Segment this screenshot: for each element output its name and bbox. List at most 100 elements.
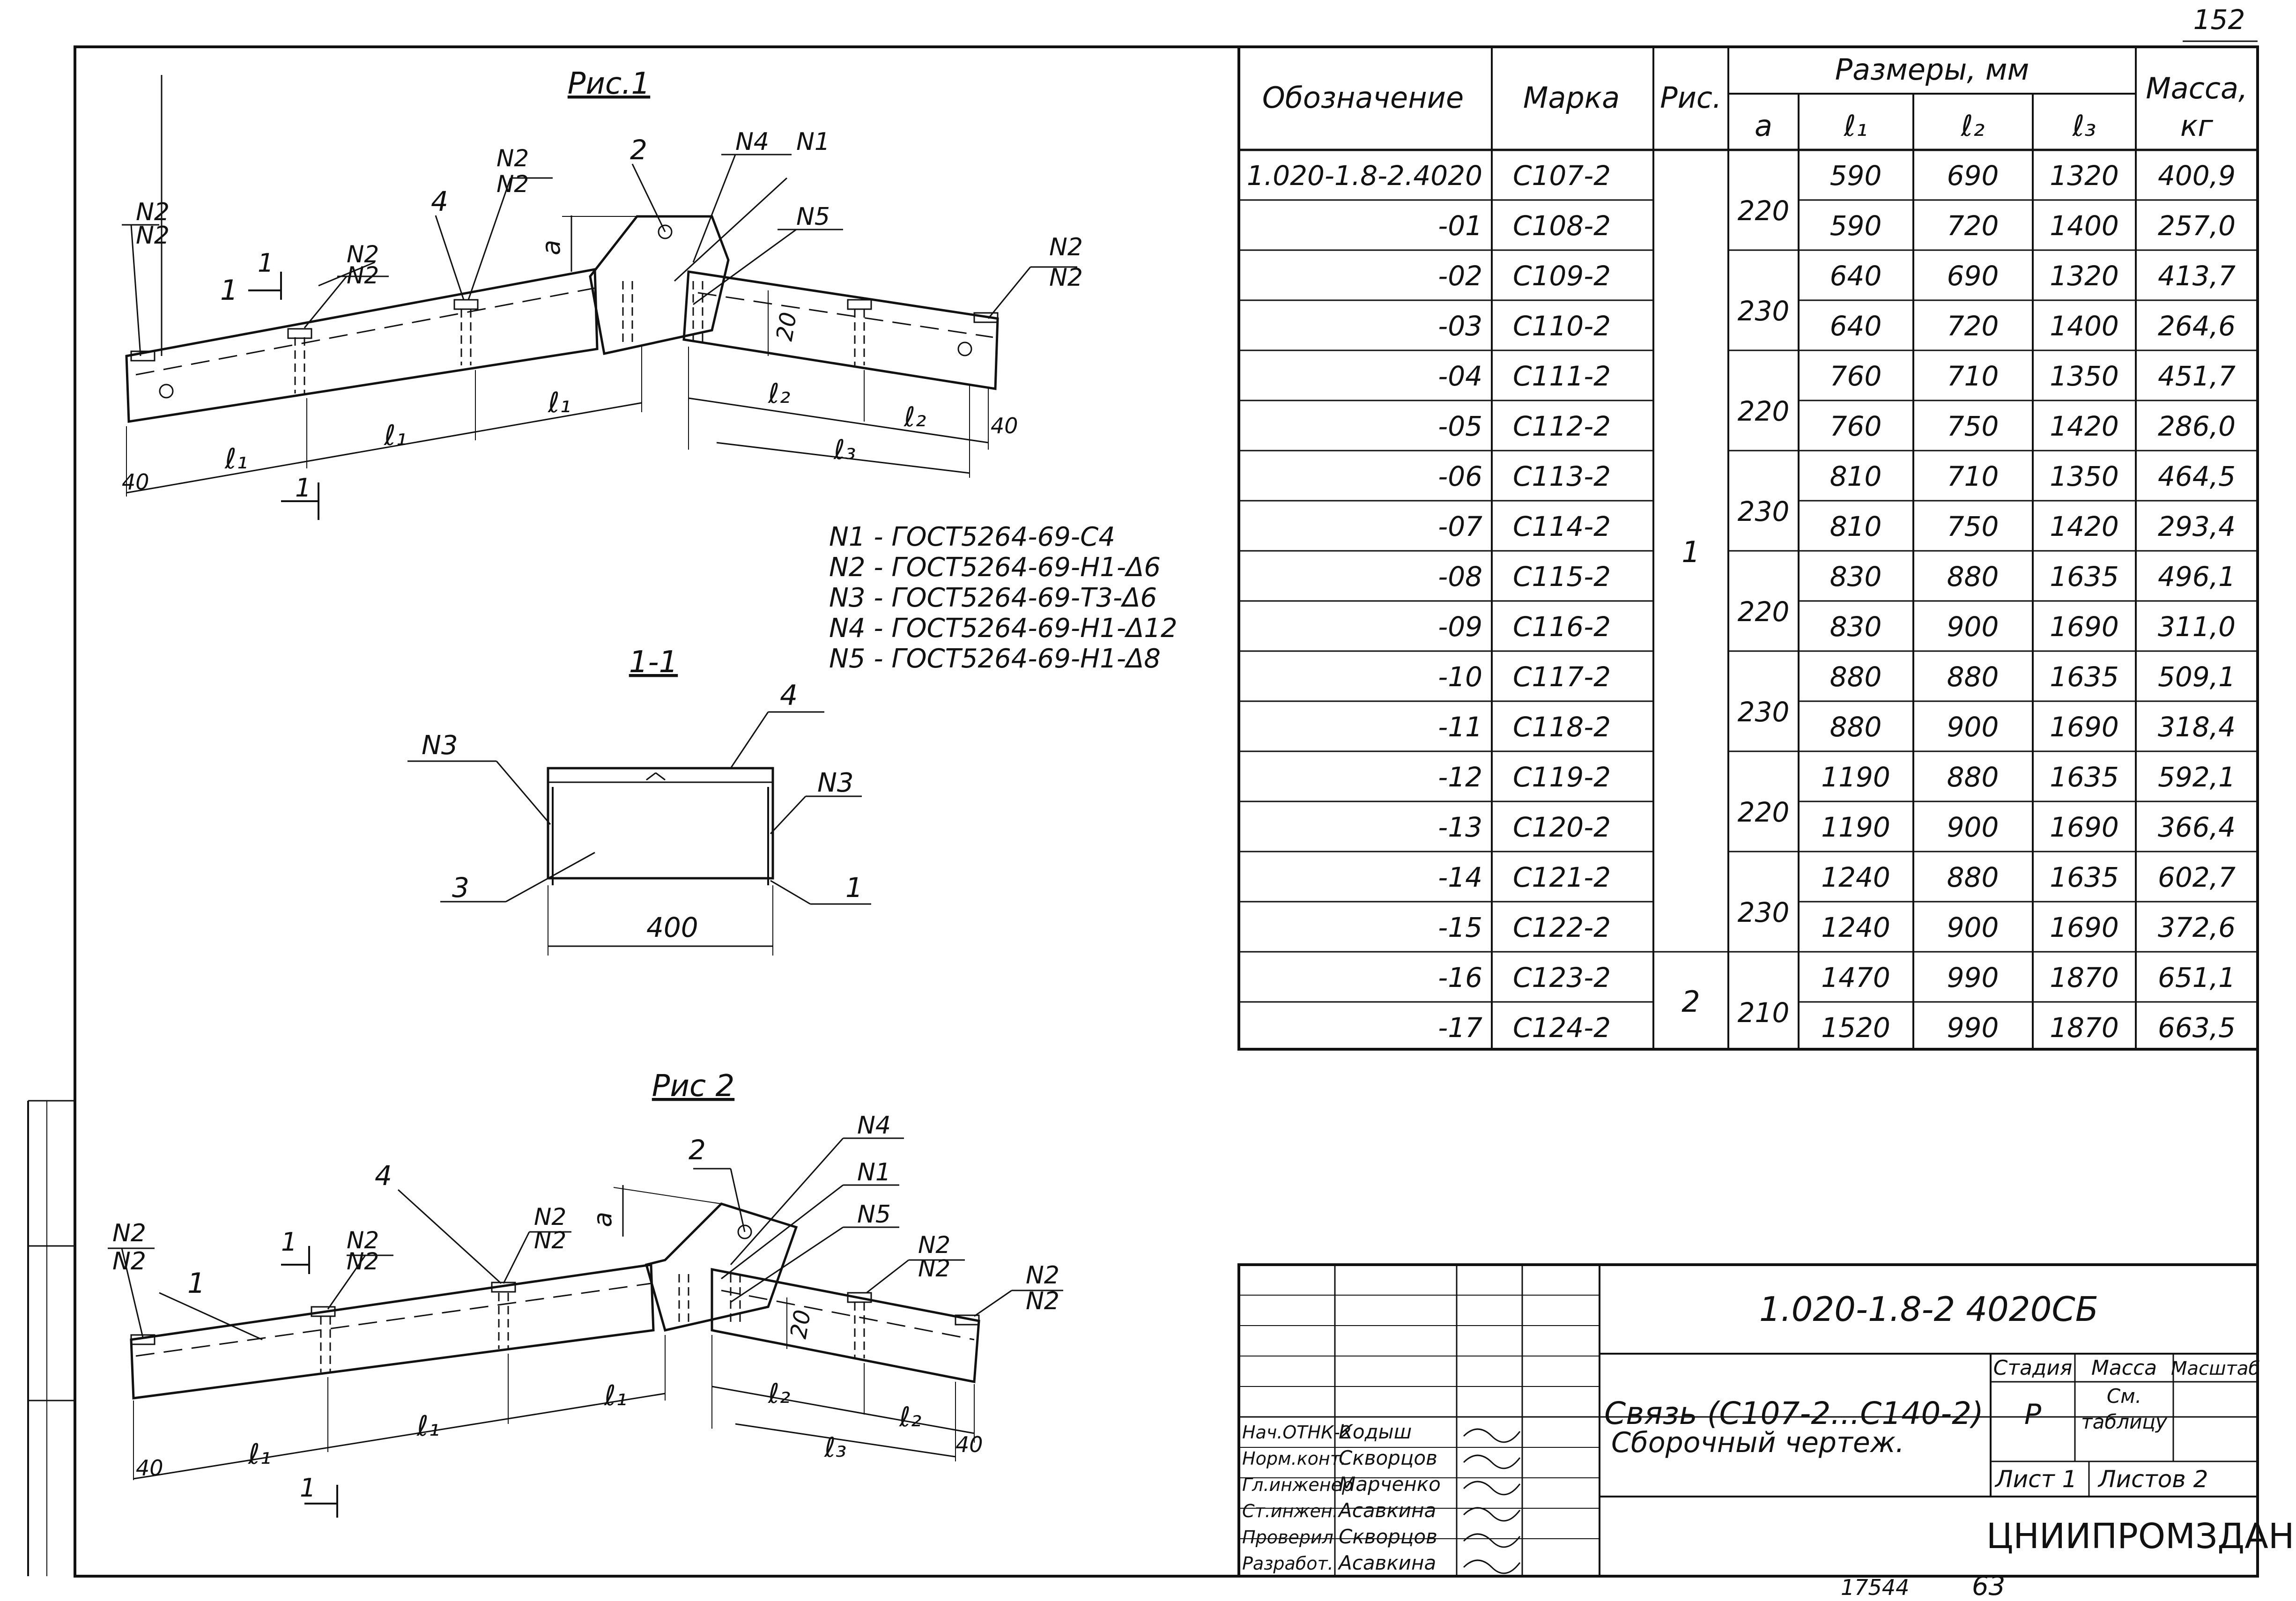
fig2-dim-l2-a: ℓ₂ [768, 1378, 790, 1409]
table-cell-l3: 1420 [2050, 511, 2119, 542]
table-cell-l2: 880 [1947, 661, 1999, 693]
table-cell-l3: 1870 [2050, 962, 2119, 993]
fig1-dim-l3: ℓ₃ [833, 434, 856, 466]
fig2-part-1: 1 [187, 1267, 205, 1300]
table-cell-l2: 900 [1947, 811, 1999, 843]
fig1-part-4: 4 [431, 185, 448, 217]
handwritten-signature [1463, 1533, 1521, 1548]
fig2-weld-n4: N4 [857, 1112, 891, 1140]
table-cell-l3: 1690 [2050, 711, 2119, 743]
header-a: a [1755, 109, 1772, 143]
table-cell-l3: 1635 [2050, 861, 2119, 893]
table-cell-l3: 1690 [2050, 811, 2119, 843]
fig2-weld-n2-left-b: N2 [112, 1247, 146, 1275]
table-cell-l3: 1350 [2050, 360, 2119, 392]
table-cell-mark: С107-2 [1513, 160, 1611, 192]
fig1-left-bar [125, 268, 599, 423]
table-cell-l1: 1470 [1821, 962, 1890, 993]
section-part-1: 1 [845, 872, 863, 904]
title-block: 1.020-1.8-2 4020СБ Связь (С107-2...С140-… [1237, 1263, 2296, 1578]
table-cell-mass: 311,0 [2158, 611, 2236, 643]
fig2-part-2: 2 [689, 1134, 706, 1166]
fig1-section-mark-top: 1 [258, 248, 274, 278]
a-group-8: 230 [1738, 897, 1790, 928]
mass-label: Масса [2091, 1356, 2157, 1380]
fig1-weld-n4: N4 [735, 128, 769, 156]
scale-label: Масштаб [2171, 1358, 2260, 1379]
table-cell-mark: С110-2 [1513, 310, 1611, 342]
signature-role: Ст.инжен. [1242, 1501, 1338, 1521]
table-cell-l3: 1870 [2050, 1012, 2119, 1044]
table-cell-l2: 900 [1947, 711, 1999, 743]
table-cell-l1: 590 [1830, 160, 1882, 192]
header-mass-unit: кг [2180, 109, 2213, 143]
table-cell-designation: -13 [1438, 811, 1482, 843]
table-cell-l1: 830 [1830, 561, 1882, 593]
weld-note-n5: N5 - ГОСТ5264-69-Н1-Δ8 [829, 644, 1161, 674]
mass-value-line1: См. [2107, 1385, 2141, 1408]
header-mark: Марка [1523, 81, 1620, 115]
table-cell-mass: 451,7 [2158, 360, 2236, 392]
fig1-weld-n5: N5 [796, 203, 830, 231]
table-cell-mark: С124-2 [1513, 1012, 1611, 1044]
bottom-number-right: 63 [1972, 1571, 2005, 1599]
fig2-section-mark-top: 1 [281, 1227, 297, 1257]
weld-note-n4: N4 - ГОСТ5264-69-Н1-Δ12 [829, 613, 1178, 644]
fig1-weld-n2-top-b: N2 [496, 170, 529, 198]
table-cell-designation: -07 [1438, 511, 1482, 542]
fig2-part-4: 4 [375, 1160, 392, 1192]
fig2-right-bar [711, 1267, 980, 1383]
fig2-section-mark-bottom: 1 [300, 1473, 316, 1503]
table-cell-l2: 880 [1947, 761, 1999, 793]
table-cell-l1: 1190 [1821, 811, 1890, 843]
table-cell-l1: 760 [1830, 410, 1882, 442]
table-row-lines [1239, 199, 2258, 1003]
table-cell-designation: -06 [1438, 460, 1482, 492]
signature-name: Кодыш [1339, 1420, 1412, 1443]
table-cell-mark: С108-2 [1513, 210, 1611, 242]
table-cell-l2: 750 [1947, 511, 1999, 542]
drawing-title: Связь (С107-2...С140-2) [1604, 1395, 1984, 1431]
signature-name: Марченко [1339, 1473, 1441, 1496]
table-cell-l1: 830 [1830, 611, 1882, 643]
fig2-weld-n1: N1 [857, 1158, 891, 1186]
table-cell-mark: С111-2 [1513, 360, 1611, 392]
fig2-weld-n2-top-a: N2 [534, 1203, 566, 1230]
a-group-7: 220 [1738, 796, 1790, 828]
table-cell-l2: 690 [1947, 160, 1999, 192]
table-cell-mass: 651,1 [2158, 962, 2236, 993]
section-1-1: 1-1 400 4 N3 N3 3 1 [407, 645, 871, 956]
table-cell-designation: -10 [1438, 661, 1482, 693]
table-cell-designation: -08 [1438, 561, 1482, 593]
table-cell-l1: 1520 [1821, 1012, 1890, 1044]
signature-name: Скворцов [1339, 1446, 1437, 1469]
table-cell-l3: 1400 [2050, 310, 2119, 342]
section-part-3: 3 [452, 872, 469, 904]
table-cell-designation: -16 [1438, 962, 1482, 993]
header-sizes: Размеры, мм [1835, 52, 2029, 87]
table-cell-l3: 1635 [2050, 561, 2119, 593]
signature-name: Асавкина [1337, 1499, 1436, 1522]
drawing-code: 1.020-1.8-2 4020СБ [1759, 1290, 2098, 1329]
section-width: 400 [646, 912, 698, 943]
table-cell-l3: 1350 [2050, 460, 2119, 492]
handwritten-signature [1463, 1559, 1521, 1574]
table-cell-mark: С118-2 [1513, 711, 1611, 743]
bottom-number-left: 17544 [1841, 1575, 1909, 1599]
weld-note-n2: N2 - ГОСТ5264-69-Н1-Δ6 [829, 552, 1161, 583]
table-cell-designation: -09 [1438, 611, 1482, 643]
fig2-weld-n2-r1-b: N2 [918, 1255, 950, 1282]
table-cell-l2: 720 [1947, 310, 1999, 342]
table-cell-l2: 880 [1947, 861, 1999, 893]
fig2-dim-l2-b: ℓ₂ [899, 1401, 921, 1433]
table-cell-designation: -14 [1438, 861, 1482, 893]
table-cell-mark: С109-2 [1513, 260, 1611, 292]
table-cell-l2: 880 [1947, 561, 1999, 593]
table-cell-designation: 1.020-1.8-2.4020 [1247, 160, 1482, 192]
table-cell-l3: 1635 [2050, 761, 2119, 793]
table-cell-l1: 1190 [1821, 761, 1890, 793]
figure-1: Рис.1 [122, 67, 1083, 520]
sheet-number: 152 [2193, 4, 2245, 36]
signature-role: Разработ. [1242, 1553, 1333, 1574]
section-body [547, 767, 774, 880]
